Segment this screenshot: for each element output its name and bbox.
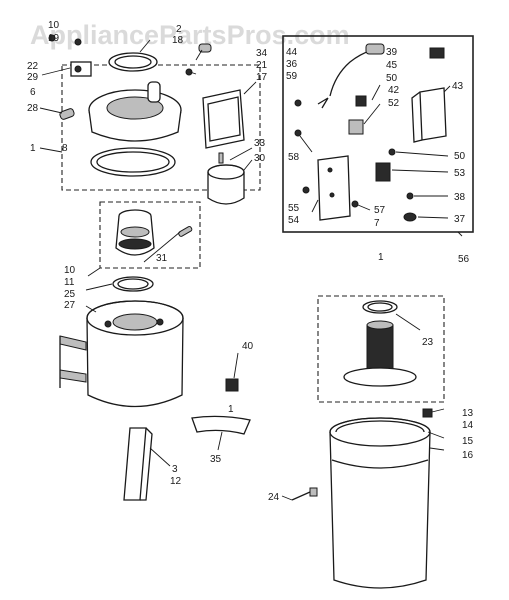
lid-gasket — [90, 147, 176, 177]
electrical-assembly — [282, 35, 474, 233]
lid-group-frame — [61, 64, 261, 191]
label-30: 30 — [254, 153, 266, 164]
label-19: 19 — [48, 33, 60, 44]
label-14: 14 — [462, 420, 474, 431]
powerhead-body — [59, 300, 184, 408]
leader-lines — [39, 39, 463, 501]
label-13: 13 — [462, 408, 474, 419]
motor-assembly — [99, 201, 201, 269]
label-28: 28 — [27, 103, 39, 114]
watermark-text: AppliancePartsPros.com — [30, 20, 350, 50]
label-1-electrical: 1 — [378, 252, 384, 263]
label-25: 25 — [64, 289, 76, 300]
label-33: 33 — [254, 138, 266, 149]
label-21: 21 — [256, 60, 268, 71]
bracket-part — [123, 427, 147, 501]
label-11: 11 — [64, 277, 75, 288]
label-45: 45 — [386, 60, 398, 71]
label-34: 34 — [256, 48, 268, 59]
label-36: 36 — [286, 59, 298, 70]
label-37: 37 — [454, 214, 466, 225]
handle-part — [191, 415, 251, 435]
part-labels: 10 19 2 18 22 29 6 28 1 8 34 21 17 33 30… — [27, 20, 474, 503]
label-16: 16 — [462, 450, 474, 461]
motor-group-frame — [99, 201, 201, 269]
pin-part — [59, 108, 75, 120]
label-43: 43 — [452, 81, 464, 92]
lid-assembly — [48, 34, 261, 205]
electrical-frame — [282, 35, 474, 233]
label-50a: 50 — [386, 73, 398, 84]
label-18: 18 — [172, 35, 184, 46]
label-55: 55 — [288, 203, 300, 214]
label-31: 31 — [156, 253, 168, 264]
label-2: 2 — [176, 24, 182, 35]
label-44: 44 — [286, 47, 298, 58]
label-10: 10 — [48, 20, 60, 31]
drum-assembly — [329, 408, 433, 589]
label-17: 17 — [256, 72, 268, 83]
label-15: 15 — [462, 436, 474, 447]
label-40: 40 — [242, 341, 254, 352]
label-27: 27 — [64, 300, 76, 311]
label-24: 24 — [268, 492, 280, 503]
label-1-handle: 1 — [228, 404, 234, 415]
filter-group-frame — [317, 295, 445, 403]
label-54: 54 — [288, 215, 300, 226]
label-56: 56 — [458, 254, 470, 265]
label-10b: 10 — [64, 265, 76, 276]
label-12: 12 — [170, 476, 182, 487]
label-6: 6 — [30, 87, 36, 98]
label-53: 53 — [454, 168, 466, 179]
filter-pad — [202, 89, 245, 149]
label-50b: 50 — [454, 151, 466, 162]
label-38: 38 — [454, 192, 466, 203]
label-52: 52 — [388, 98, 400, 109]
label-29: 29 — [27, 72, 39, 83]
label-59: 59 — [286, 71, 298, 82]
label-7: 7 — [374, 218, 380, 229]
label-3: 3 — [172, 464, 178, 475]
label-8: 8 — [62, 143, 68, 154]
label-57: 57 — [374, 205, 386, 216]
filter-assembly — [317, 295, 445, 403]
label-58: 58 — [288, 152, 300, 163]
label-39: 39 — [386, 47, 398, 58]
label-35: 35 — [210, 454, 222, 465]
label-23: 23 — [422, 337, 434, 348]
label-22: 22 — [27, 61, 39, 72]
label-1-lid: 1 — [30, 143, 36, 154]
label-42: 42 — [388, 85, 400, 96]
knob-part — [225, 378, 239, 392]
